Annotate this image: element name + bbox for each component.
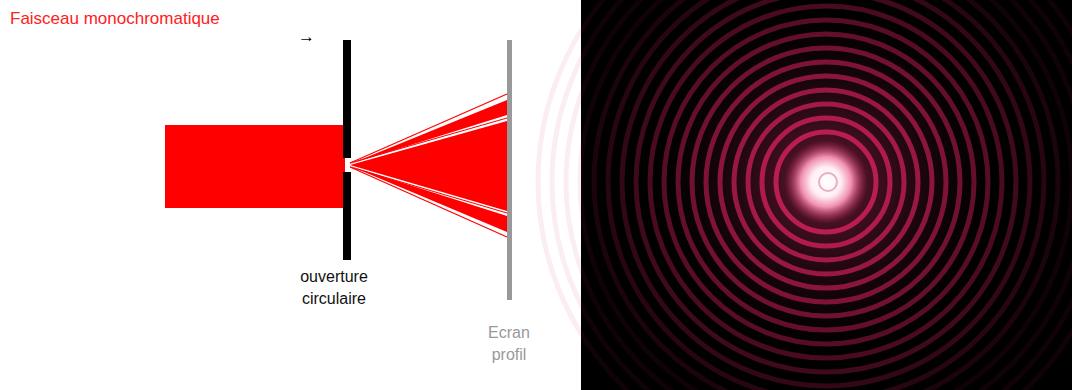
airy-ring xyxy=(664,20,988,344)
aperture-label: ouverture circulaire xyxy=(284,266,384,309)
airy-ring xyxy=(608,0,1044,390)
airy-center xyxy=(819,173,837,191)
airy-ring xyxy=(762,118,890,246)
airy-ring xyxy=(692,48,960,316)
screen-profile xyxy=(507,40,512,300)
airy-ring xyxy=(636,0,1016,372)
aperture-plate xyxy=(343,40,351,158)
airy-ring xyxy=(622,0,1030,386)
lower-fringe xyxy=(350,166,507,232)
lower-ray xyxy=(350,167,507,213)
airy-ring xyxy=(538,0,1072,390)
airy-ring xyxy=(776,132,876,232)
photo-glow xyxy=(636,0,1016,372)
airy-ring xyxy=(748,104,904,260)
airy-ring xyxy=(706,62,946,302)
airy-ring xyxy=(580,0,1072,390)
airy-ring xyxy=(678,34,974,330)
airy-disk xyxy=(784,140,868,224)
airy-ring xyxy=(552,0,1072,390)
direction-arrow: → xyxy=(298,26,322,49)
upper-fringe xyxy=(350,100,507,164)
lower-ray xyxy=(350,167,507,237)
airy-ring xyxy=(734,90,918,274)
airy-ring xyxy=(566,0,1072,390)
beam-label: Faisceau monochromatique xyxy=(10,8,270,31)
upper-ray xyxy=(350,94,507,163)
screen-label: Ecran profil xyxy=(474,322,544,365)
upper-ray xyxy=(350,118,507,163)
airy-ring xyxy=(650,6,1002,358)
laser-beam xyxy=(165,125,345,208)
aperture-plate xyxy=(343,172,351,260)
airy-ring xyxy=(594,0,1058,390)
airy-ring xyxy=(720,76,932,288)
airy-rings xyxy=(538,0,1072,390)
